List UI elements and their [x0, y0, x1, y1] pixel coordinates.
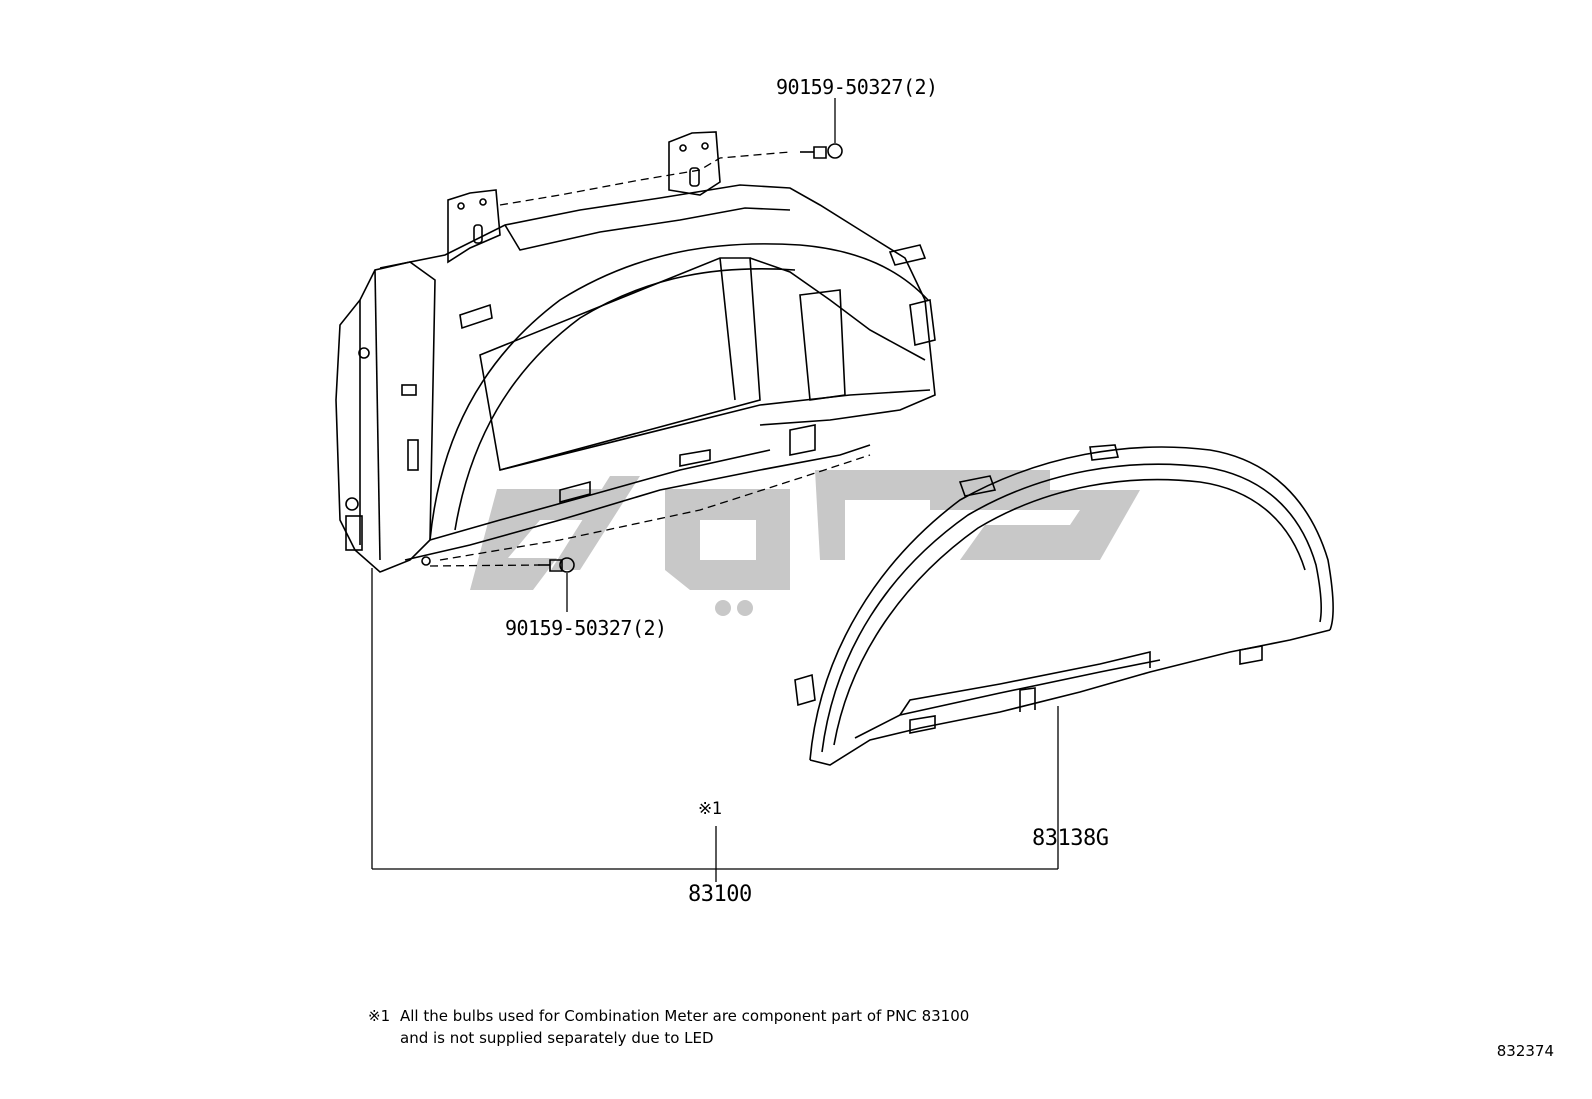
- assembly-part-label: 83100: [688, 882, 752, 907]
- cover-part-label: 83138G: [1032, 826, 1109, 851]
- footnote-line-1: All the bulbs used for Combination Meter…: [400, 1007, 970, 1025]
- bolt-bottom-label: 90159-50327(2): [505, 616, 667, 640]
- combination-meter-housing: [335, 131, 936, 573]
- illustration-code: 832374: [1496, 1042, 1554, 1060]
- bolt-top-label: 90159-50327(2): [776, 75, 938, 99]
- leader-lines: [371, 98, 1059, 882]
- meter-glass-cover: [794, 444, 1334, 766]
- screw-top: [800, 143, 843, 159]
- assembly-dashed-lines: [429, 151, 871, 567]
- reference-mark-label: ※1: [698, 799, 722, 819]
- footnote-ref: ※1: [368, 1007, 391, 1025]
- watermark-logo: [470, 470, 1140, 616]
- footnote-line-2: and is not supplied separately due to LE…: [400, 1029, 714, 1047]
